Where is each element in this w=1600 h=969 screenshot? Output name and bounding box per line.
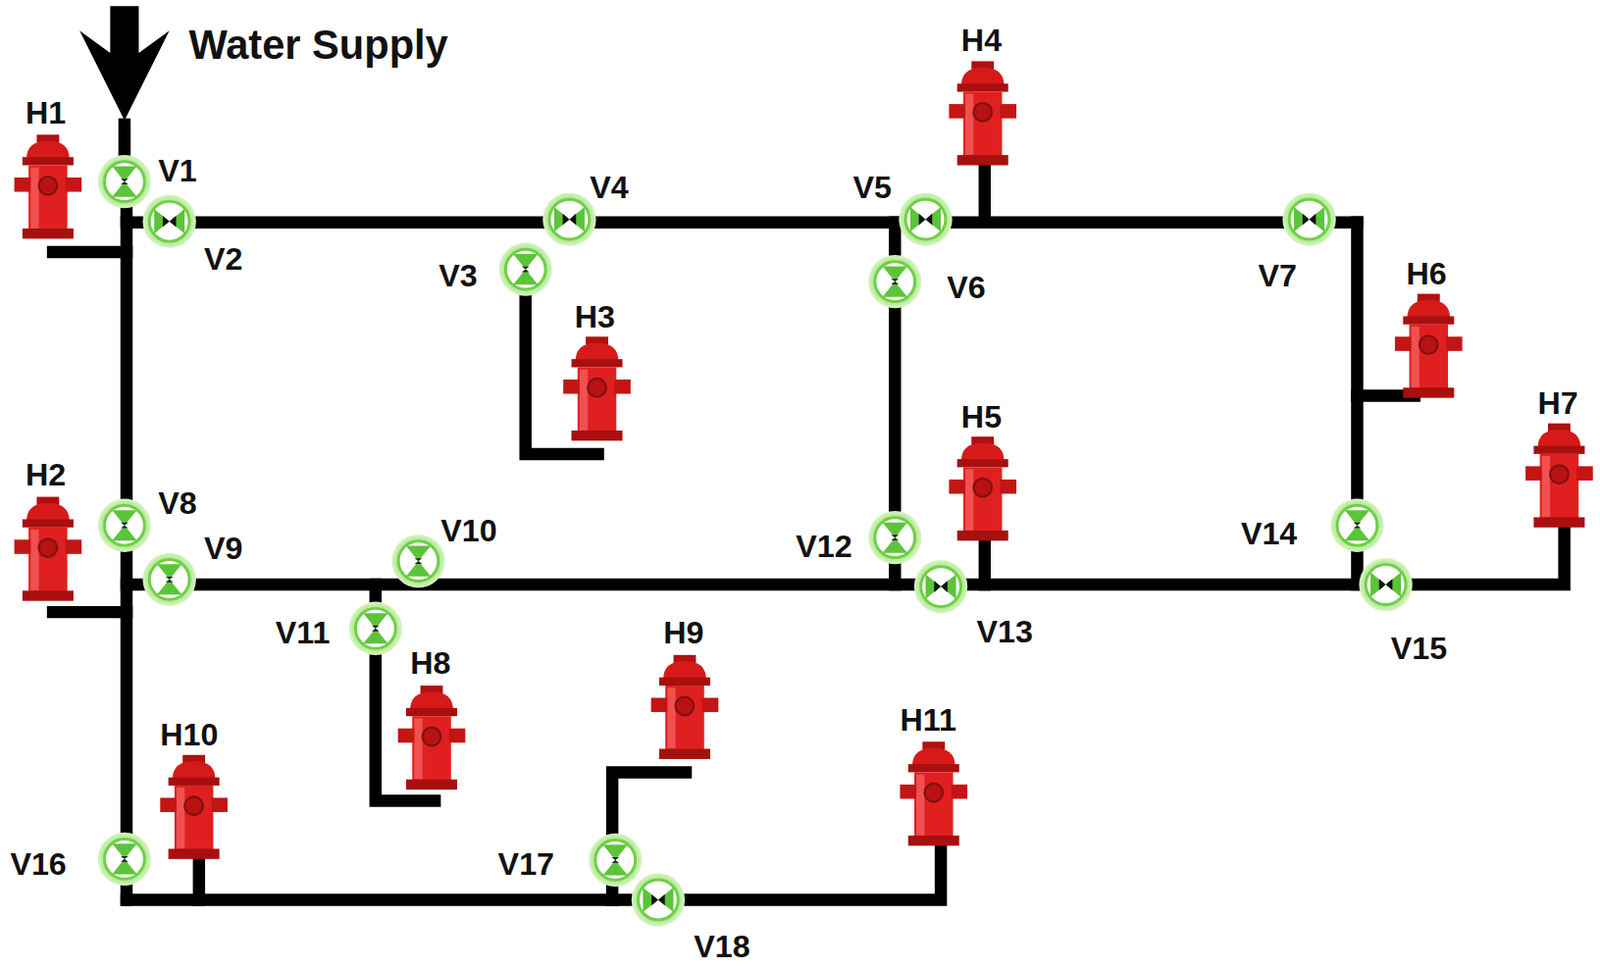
component-label: H3 xyxy=(574,301,616,333)
component-label: V14 xyxy=(1240,517,1297,550)
component-label: V13 xyxy=(976,616,1033,648)
component-label: V15 xyxy=(1391,632,1447,665)
component-label: H2 xyxy=(25,459,66,491)
component-label: V7 xyxy=(1258,259,1297,292)
component-label: V8 xyxy=(157,487,197,519)
component-label: V9 xyxy=(204,532,243,565)
component-label: V11 xyxy=(275,617,331,649)
component-label: H11 xyxy=(899,704,956,736)
component-label: V6 xyxy=(946,271,985,304)
component-label: H6 xyxy=(1405,258,1446,290)
supply-label: Water Supply xyxy=(188,24,448,66)
component-label: V16 xyxy=(9,848,66,880)
component-label: H10 xyxy=(159,719,218,751)
component-label: V1 xyxy=(157,154,197,187)
component-label: V4 xyxy=(589,171,628,204)
component-label: V5 xyxy=(853,171,892,204)
component-label: V3 xyxy=(438,259,477,292)
component-label: H5 xyxy=(961,401,1002,433)
component-label: V17 xyxy=(498,848,555,880)
component-label: H4 xyxy=(961,24,1002,56)
component-label: H7 xyxy=(1538,387,1579,419)
component-label: H9 xyxy=(663,617,704,649)
component-label: V2 xyxy=(204,243,243,275)
component-label: H8 xyxy=(410,646,451,678)
component-label: V12 xyxy=(795,530,852,563)
component-label: V18 xyxy=(693,930,750,963)
component-label: V10 xyxy=(440,515,497,547)
component-label: H1 xyxy=(25,97,66,129)
